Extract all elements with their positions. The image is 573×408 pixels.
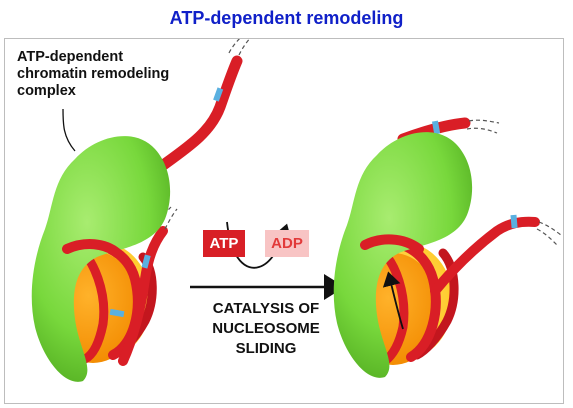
diagram-title: ATP-dependent remodeling — [169, 8, 404, 28]
right-remodeling-complex — [333, 132, 473, 378]
right-dna-exit-marker — [510, 214, 518, 229]
left-dna-upper-dashed-end — [238, 39, 251, 56]
complex-label-leader-line — [62, 108, 76, 152]
right-sliding-arrow — [382, 271, 404, 330]
right-dna-upper-dashed — [468, 119, 500, 124]
diagram-canvas — [31, 39, 562, 382]
right-dna-exit-strand — [430, 216, 540, 296]
complex-label-line-2: chromatin remodeling — [17, 66, 170, 82]
diagram-frame: ATP-dependent chromatin remodeling compl… — [4, 38, 564, 404]
left-nucleosome — [31, 39, 251, 382]
atp-box: ATP — [203, 230, 245, 257]
right-dna-front-over-green — [360, 234, 424, 254]
right-dna-exit-dashed-2 — [536, 228, 558, 246]
left-dna-front-over-green — [62, 239, 122, 258]
right-dna-upper-dashed-2 — [466, 127, 498, 134]
left-dna-exit-dashed — [164, 208, 178, 230]
left-remodeling-complex — [31, 136, 171, 382]
reaction-label-line-1: CATALYSIS OF — [212, 300, 320, 317]
right-nucleosome — [333, 117, 562, 378]
reaction-label: CATALYSIS OF NUCLEOSOME SLIDING — [183, 299, 349, 359]
right-dna-upper-marker — [432, 120, 441, 135]
left-dna-exit-strand — [118, 226, 168, 366]
complex-label-line-1: ATP-dependent — [17, 49, 124, 65]
left-dna-upper-strand — [149, 55, 243, 177]
left-dna-exit-marker — [141, 254, 151, 269]
left-dna-upper-marker — [213, 87, 224, 102]
adp-box: ADP — [265, 230, 309, 257]
complex-label: ATP-dependent chromatin remodeling compl… — [17, 49, 169, 100]
right-dna-exit-dashed — [538, 221, 562, 236]
complex-label-line-3: complex — [17, 83, 76, 99]
left-dna-wrap-marker — [109, 308, 125, 318]
reaction-label-line-2: NUCLEOSOME SLIDING — [212, 320, 320, 357]
left-dna-upper-dashed-end-2 — [228, 39, 240, 54]
